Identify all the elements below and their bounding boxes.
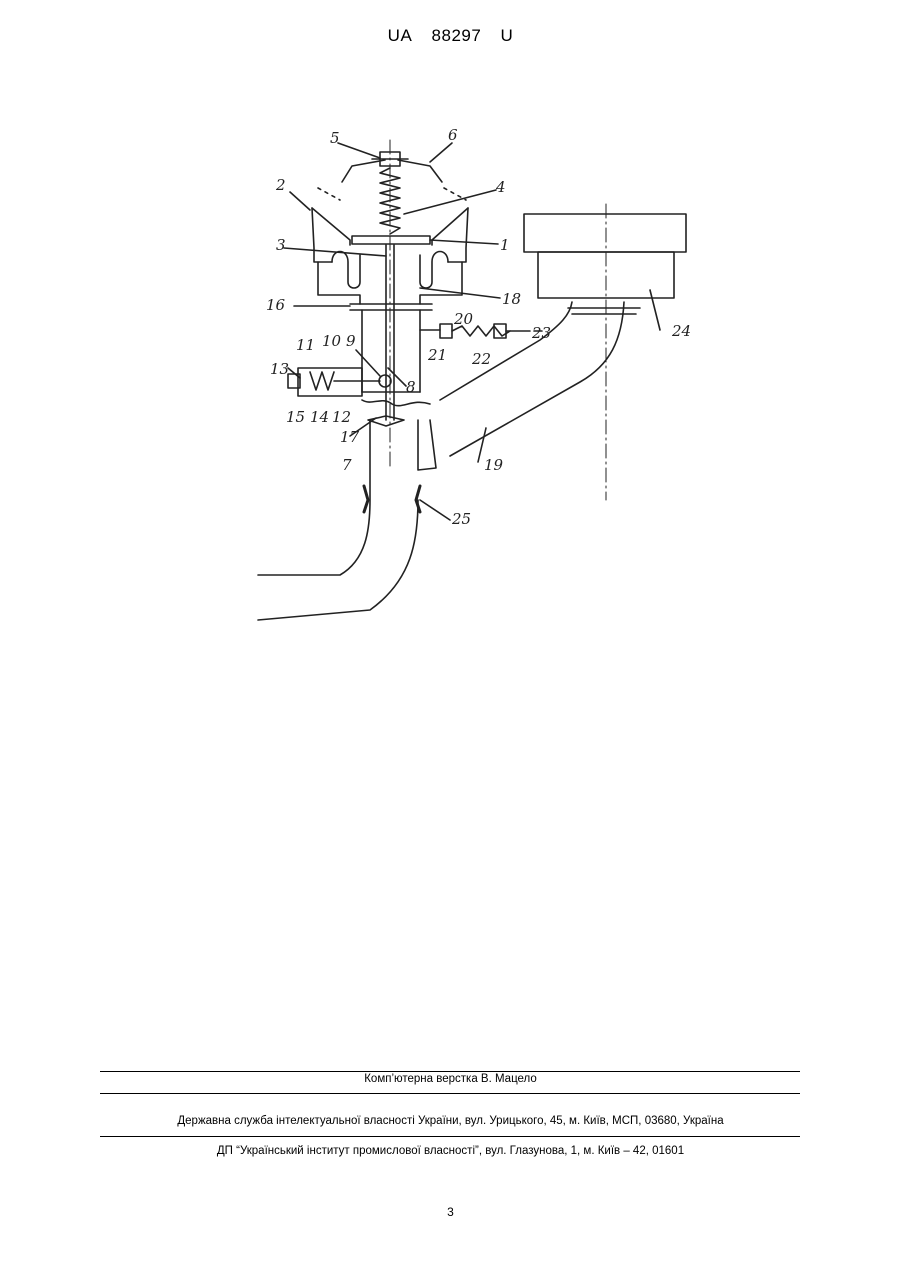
plate-1-shape (352, 236, 430, 244)
label-20: 20 (453, 310, 474, 328)
label-25: 25 (451, 510, 471, 528)
label-19: 19 (484, 456, 504, 474)
label-12: 12 (332, 408, 351, 426)
publisher-address: ДП “Український інститут промислової вла… (0, 1145, 901, 1157)
lid-right (398, 160, 442, 182)
label-10: 10 (322, 332, 342, 350)
label-17: 17 (340, 428, 360, 446)
label-6: 6 (448, 126, 458, 144)
label-4: 4 (495, 178, 506, 196)
label-15: 15 (286, 408, 305, 426)
label-8: 8 (406, 378, 416, 396)
office-address: Державна служба інтелектуальної власност… (0, 1115, 901, 1127)
label-1: 1 (500, 236, 510, 254)
layout-credit: Комп’ютерна верстка В. Мацело (0, 1073, 901, 1085)
label-14: 14 (310, 408, 329, 426)
label-5: 5 (330, 129, 340, 147)
valve-mechanism-figure: 5 6 4 2 3 1 18 16 20 23 21 22 11 10 9 8 … (0, 0, 901, 700)
label-9: 9 (346, 332, 356, 350)
label-11: 11 (296, 336, 315, 354)
outlet-pipe-right (258, 500, 418, 620)
label-7: 7 (342, 456, 352, 474)
footer-rule-top (100, 1071, 800, 1072)
label-18: 18 (502, 290, 521, 308)
label-2: 2 (275, 176, 286, 194)
footer-rule-middle (100, 1093, 800, 1094)
technical-drawing: 5 6 4 2 3 1 18 16 20 23 21 22 11 10 9 8 … (0, 0, 901, 700)
footer-rule-bottom (100, 1136, 800, 1137)
label-3: 3 (276, 236, 286, 254)
label-21: 21 (427, 346, 447, 364)
page-number: 3 (0, 1205, 901, 1219)
filter-lid (524, 214, 686, 252)
label-23: 23 (531, 324, 551, 342)
label-16: 16 (266, 296, 286, 314)
label-24: 24 (671, 322, 691, 340)
lid-left (342, 160, 385, 182)
label-13: 13 (270, 360, 289, 378)
label-22: 22 (471, 350, 491, 368)
